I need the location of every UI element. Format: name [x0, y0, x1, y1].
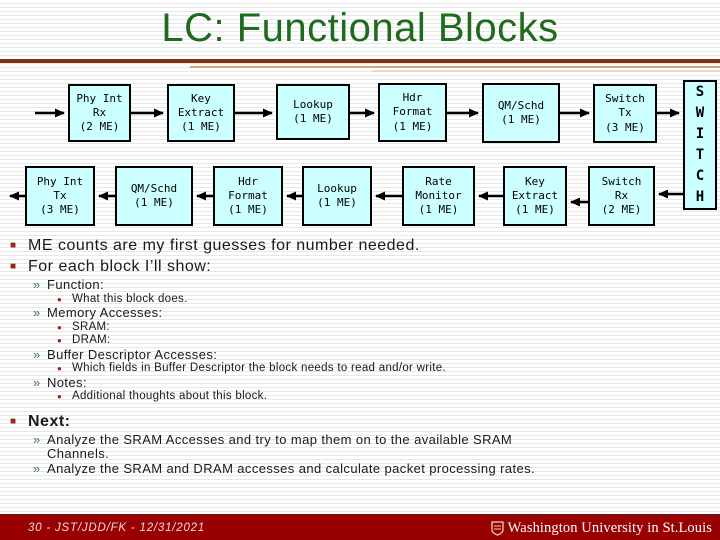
- bullet-text: Additional thoughts about this block.: [72, 390, 268, 402]
- bullet-item: ● SRAM:: [10, 321, 712, 335]
- bullet-text: DRAM:: [72, 334, 111, 346]
- bullet-item: ● Which fields in Buffer Descriptor the …: [10, 362, 712, 376]
- university-brand: Washington University in St.Louis: [491, 520, 712, 537]
- bullet-list: ■ ME counts are my first guesses for num…: [10, 236, 712, 476]
- block-bottom-phy-int-tx: Phy Int Tx (3 ME): [25, 166, 95, 226]
- bullet-item: ● Additional thoughts about this block.: [10, 390, 712, 404]
- dot-bullet-icon: ●: [57, 322, 63, 332]
- bullet-item: ■ For each block I’ll show:: [10, 257, 712, 277]
- title-rule: [0, 59, 720, 63]
- block-top-hdr-format: Hdr Format (1 ME): [378, 83, 447, 142]
- bullet-item: » Notes:: [10, 374, 712, 391]
- bullet-text: SRAM:: [72, 320, 110, 333]
- chevron-bullet-icon: »: [33, 277, 41, 292]
- page-info: 30 - JST/JDD/FK - 12/31/2021: [28, 522, 206, 534]
- block-top-lookup: Lookup (1 ME): [276, 84, 350, 140]
- block-bottom-key-extract: Key Extract (1 ME): [503, 166, 567, 226]
- bullet-text: Notes:: [47, 374, 87, 390]
- bullet-item: » Analyze the SRAM and DRAM accesses and…: [10, 460, 712, 477]
- block-top-switch-tx: Switch Tx (3 ME): [593, 84, 657, 143]
- chevron-bullet-icon: »: [33, 346, 41, 362]
- slide-title: LC: Functional Blocks: [161, 6, 559, 50]
- block-bottom-switch-rx: Switch Rx (2 ME): [588, 166, 655, 226]
- dot-bullet-icon: ●: [57, 336, 63, 345]
- bullet-item: » Function:: [10, 277, 712, 293]
- square-bullet-icon: ■: [10, 415, 17, 427]
- bullet-item: ■ Next:: [10, 412, 712, 432]
- footer-bar: 30 - JST/JDD/FK - 12/31/2021 Washington …: [0, 514, 720, 540]
- title-rule-accent-1: [190, 66, 720, 68]
- bullet-item: » Memory Accesses:: [10, 305, 712, 321]
- square-bullet-icon: ■: [10, 240, 17, 251]
- block-bottom-qm-schd: QM/Schd (1 ME): [115, 166, 193, 226]
- bullet-text: Next:: [28, 412, 71, 430]
- chevron-bullet-icon: »: [33, 431, 41, 447]
- chevron-bullet-icon: »: [33, 305, 41, 320]
- bullet-text: Memory Accesses:: [47, 305, 163, 320]
- dot-bullet-icon: ●: [57, 294, 63, 304]
- block-bottom-rate-monitor: Rate Monitor (1 ME): [402, 166, 475, 226]
- bullet-text: Analyze the SRAM Accesses and try to map…: [47, 431, 513, 461]
- bullet-item: » Analyze the SRAM Accesses and try to m…: [10, 431, 712, 462]
- dot-bullet-icon: ●: [57, 364, 63, 373]
- bullet-item: ● What this block does.: [10, 293, 712, 307]
- bullet-text: Function:: [47, 277, 105, 292]
- title-rule-accent-2: [372, 70, 720, 72]
- university-brand-text: Washington University in St.Louis: [507, 519, 712, 536]
- block-top-key-extract: Key Extract (1 ME): [167, 84, 235, 142]
- bullet-item: ■ ME counts are my first guesses for num…: [10, 236, 712, 256]
- square-bullet-icon: ■: [10, 261, 17, 272]
- bullet-text: For each block I’ll show:: [28, 258, 212, 275]
- university-shield-icon: [491, 520, 504, 536]
- block-top-qm-schd: QM/Schd (1 ME): [482, 83, 560, 143]
- block-bottom-hdr-format: Hdr Format (1 ME): [213, 166, 283, 226]
- block-switch: S W I T C H: [683, 80, 717, 210]
- chevron-bullet-icon: »: [33, 460, 41, 476]
- chevron-bullet-icon: »: [33, 374, 41, 390]
- bullet-text: Which fields in Buffer Descriptor the bl…: [72, 362, 446, 374]
- bullet-text: Analyze the SRAM and DRAM accesses and c…: [47, 460, 536, 476]
- bullet-text: What this block does.: [72, 292, 188, 305]
- bullet-item: » Buffer Descriptor Accesses:: [10, 346, 712, 363]
- block-bottom-lookup: Lookup (1 ME): [302, 166, 372, 226]
- block-top-phy-int-rx: Phy Int Rx (2 ME): [68, 84, 131, 142]
- bullet-text: Buffer Descriptor Accesses:: [47, 346, 218, 362]
- dot-bullet-icon: ●: [57, 392, 63, 401]
- bullet-text: ME counts are my first guesses for numbe…: [28, 237, 420, 254]
- bullet-item: ● DRAM:: [10, 334, 712, 348]
